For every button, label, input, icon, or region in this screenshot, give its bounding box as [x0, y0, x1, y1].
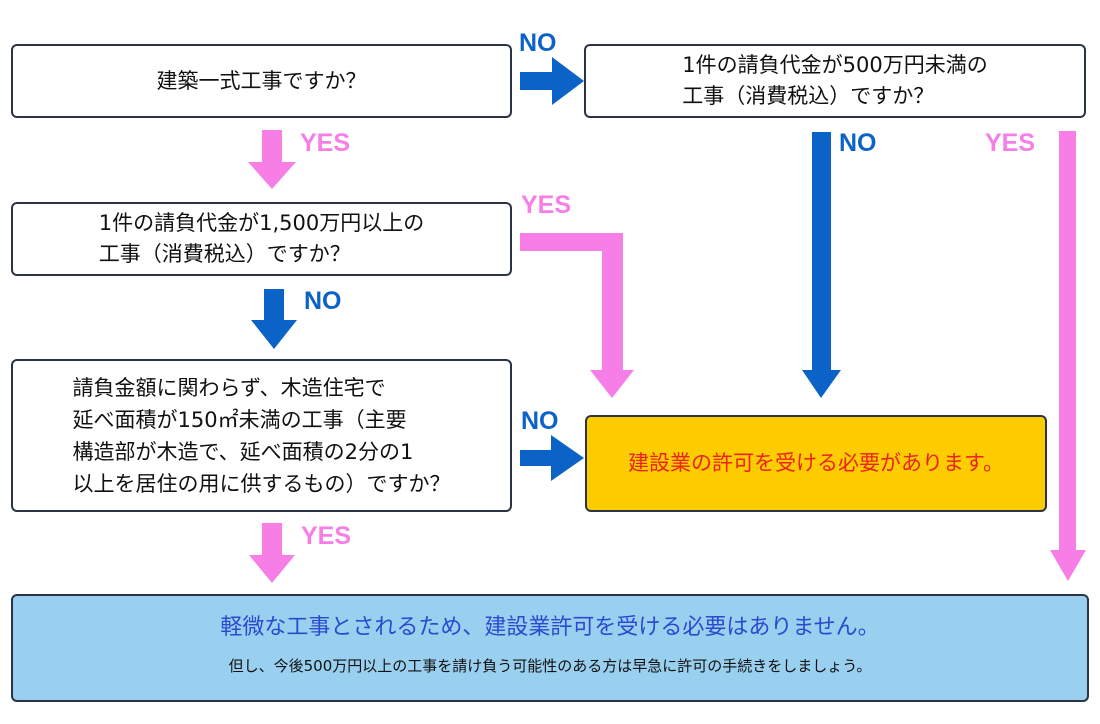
arrow-q2-yes	[1050, 131, 1086, 581]
arrow-q4-no	[520, 435, 584, 481]
label-q1-no: NO	[519, 29, 557, 57]
result-box-not-required: 軽微な工事とされるため、建設業許可を受ける必要はありません。 但し、今後500万…	[11, 594, 1089, 702]
question-box-general-construction: 建築一式工事ですか？	[11, 44, 512, 118]
question-box-over-15m: 1件の請負代金が1,500万円以上の 工事（消費税込）ですか？	[11, 202, 512, 276]
question-text: 建築一式工事ですか？	[156, 68, 367, 93]
question-text: 1件の請負代金が500万円未満の 工事（消費税込）ですか？	[682, 53, 988, 108]
arrow-q2-no	[802, 132, 841, 398]
result-box-permit-required: 建設業の許可を受ける必要があります。	[585, 415, 1047, 512]
result-text: 建設業の許可を受ける必要があります。	[628, 451, 1004, 475]
arrow-q1-no	[520, 57, 584, 105]
label-q3-no: NO	[304, 287, 342, 315]
arrow-q3-yes	[520, 233, 634, 398]
question-box-under-5m: 1件の請負代金が500万円未満の 工事（消費税込）ですか？	[584, 44, 1086, 118]
arrow-q4-yes	[249, 523, 295, 583]
arrow-q3-no	[251, 289, 297, 349]
label-q1-yes: YES	[300, 129, 351, 157]
result-note: 但し、今後500万円以上の工事を請け負う可能性のある方は早急に許可の手続きをしま…	[228, 657, 872, 675]
question-box-wooden-house: 請負金額に関わらず、木造住宅で 延べ面積が150㎡未満の工事（主要 構造部が木造…	[11, 359, 512, 512]
question-text: 請負金額に関わらず、木造住宅で 延べ面積が150㎡未満の工事（主要 構造部が木造…	[72, 375, 451, 496]
label-q2-no: NO	[839, 129, 877, 157]
label-q3-yes: YES	[521, 191, 572, 219]
label-q2-yes: YES	[985, 129, 1036, 157]
result-text: 軽微な工事とされるため、建設業許可を受ける必要はありません。	[220, 615, 880, 640]
question-text: 1件の請負代金が1,500万円以上の 工事（消費税込）ですか？	[98, 211, 425, 266]
label-q4-no: NO	[521, 407, 559, 435]
arrow-q1-yes	[248, 130, 296, 189]
label-q4-yes: YES	[301, 522, 352, 550]
